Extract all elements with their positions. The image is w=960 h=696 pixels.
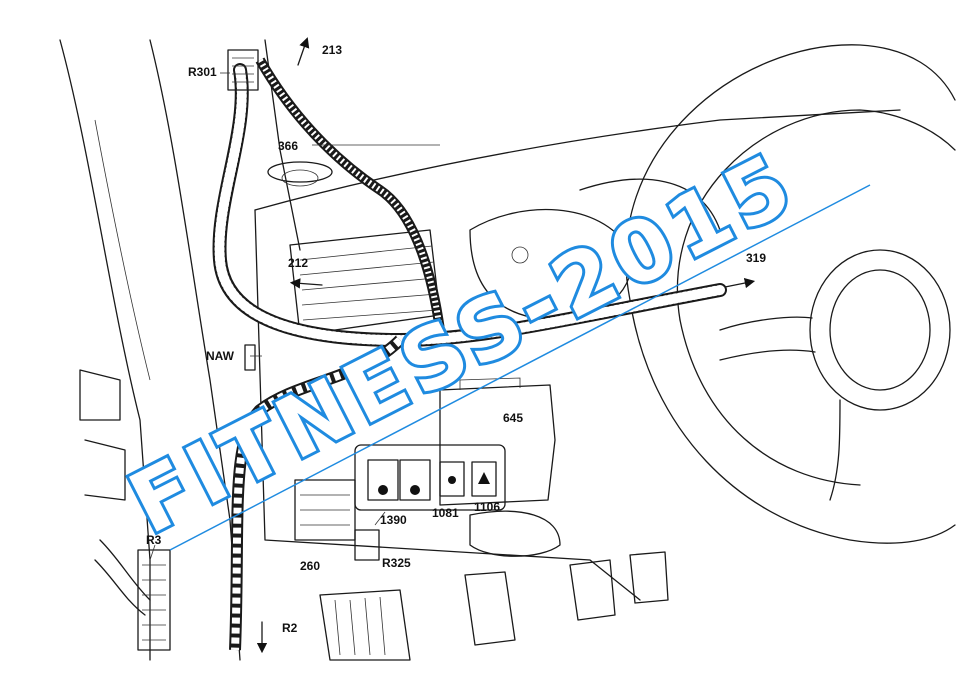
label-r2: R2 [282, 621, 298, 635]
pedals [319, 510, 669, 661]
label-1081: 1081 [432, 506, 459, 520]
label-r3: R3 [146, 533, 162, 547]
label-naw: NAW [206, 349, 235, 363]
dashboard [254, 109, 901, 601]
connectors [137, 49, 380, 651]
arrow-319 [724, 277, 756, 289]
arrow-212 [289, 278, 323, 289]
switch-panel [354, 444, 506, 511]
label-1390: 1390 [380, 513, 407, 527]
component-labels: R301 213 366 212 319 NAW 645 1390 1081 1… [146, 43, 766, 635]
label-319: 319 [746, 251, 766, 265]
arrow-213 [297, 37, 310, 66]
direction-arrows [256, 37, 756, 654]
label-212: 212 [288, 256, 308, 270]
label-r301: R301 [188, 65, 217, 79]
speaker [267, 161, 333, 187]
leader-lines [149, 72, 440, 561]
steering-wheel [625, 44, 956, 544]
label-645: 645 [503, 411, 523, 425]
label-213: 213 [322, 43, 342, 57]
wiring-harness [94, 57, 727, 651]
label-260: 260 [300, 559, 320, 573]
label-1106: 1106 [474, 500, 500, 514]
a-pillar [59, 39, 301, 661]
label-366: 366 [278, 139, 298, 153]
label-r325: R325 [382, 556, 411, 570]
